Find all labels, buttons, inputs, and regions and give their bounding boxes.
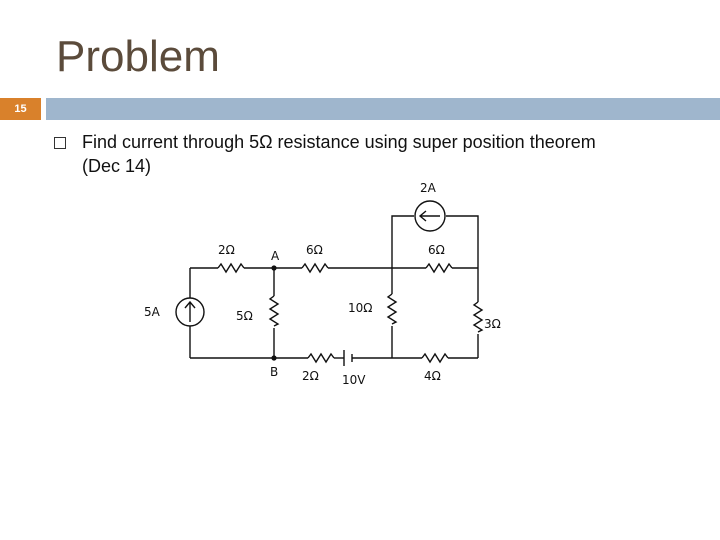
slide-number-bar [0, 98, 41, 120]
label-2ohm-bottom: 2Ω [302, 369, 319, 383]
label-5ohm: 5Ω [236, 309, 253, 323]
wire-2a-loop [391, 215, 479, 268]
header-bar [46, 98, 720, 120]
label-2ohm-top: 2Ω [218, 243, 235, 257]
label-6ohm-mid: 6Ω [306, 243, 323, 257]
current-source-2a-icon [414, 200, 446, 232]
resistor-2ohm-top [217, 262, 245, 274]
label-10v: 10V [342, 373, 366, 387]
resistor-2ohm-bottom [307, 352, 335, 364]
label-6ohm-right: 6Ω [428, 243, 445, 257]
problem-statement: Find current through 5Ω resistance using… [82, 130, 682, 178]
label-10ohm: 10Ω [348, 301, 372, 315]
label-node-a: A [271, 249, 280, 263]
battery-10v-icon [343, 350, 353, 366]
slide-number: 15 [14, 103, 27, 115]
resistor-10ohm [386, 293, 398, 325]
label-3ohm: 3Ω [484, 317, 501, 331]
bullet-square-icon [54, 137, 66, 149]
arrow-left-icon [418, 210, 440, 222]
circuit-diagram: 2Ω A 6Ω 2A 6Ω 5A 5Ω 10Ω 3Ω B 2Ω 10V 4Ω [144, 181, 501, 387]
resistor-6ohm-right [425, 262, 453, 274]
problem-text-line1: Find current through 5Ω resistance using… [82, 132, 596, 152]
problem-text-line2: (Dec 14) [82, 156, 152, 176]
resistor-5ohm [268, 295, 280, 327]
current-source-5a-icon [175, 297, 205, 327]
label-5a: 5A [144, 305, 161, 319]
slide-title: Problem [56, 32, 220, 81]
arrow-up-icon [184, 300, 196, 322]
resistor-6ohm-mid [301, 262, 329, 274]
node-a-dot [271, 265, 277, 271]
label-4ohm: 4Ω [424, 369, 441, 383]
label-node-b: B [270, 365, 278, 379]
resistor-3ohm [472, 301, 484, 333]
resistor-4ohm [421, 352, 449, 364]
node-b-dot [271, 355, 277, 361]
label-2a: 2A [420, 181, 437, 195]
